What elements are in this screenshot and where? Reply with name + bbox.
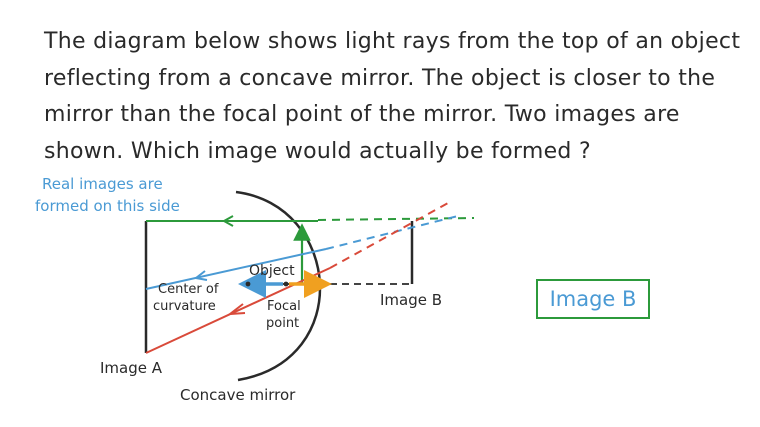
mirror-label: Concave mirror [180,386,296,404]
focal-label-2: point [266,316,299,331]
center-label-2: curvature [153,299,216,314]
red-ray-arrow [226,303,246,316]
question-text: The diagram below shows light rays from … [44,24,744,170]
question-line-1: The diagram below shows light rays from … [44,29,741,54]
blue-ray [145,248,327,290]
red-ray [145,267,331,354]
question-line-2: reflecting from a concave mirror. The ob… [44,65,716,91]
center-of-curvature-point [245,281,251,287]
green-dashed-extension [317,217,475,221]
focal-point-dot [283,281,289,287]
question-line-4: shown. Which image would actually be for… [44,138,591,164]
object-label: Object [249,263,295,279]
answer-box: Image B [536,279,650,319]
image-a-label: Image A [100,359,163,377]
answer-text: Image B [549,287,637,311]
focal-label-1: Focal [267,299,301,314]
real-side-label-1: Real images are [42,175,163,193]
question-line-3: mirror than the focal point of the mirro… [44,102,680,127]
center-label-1: Center of [158,282,219,297]
blue-dashed-extension [325,215,459,250]
image-b-label: Image B [380,291,442,309]
real-side-label-2: formed on this side [35,197,180,215]
red-dashed-extension [329,202,449,269]
blue-ray-arrow [193,270,208,281]
green-ray-arrow [221,215,234,227]
